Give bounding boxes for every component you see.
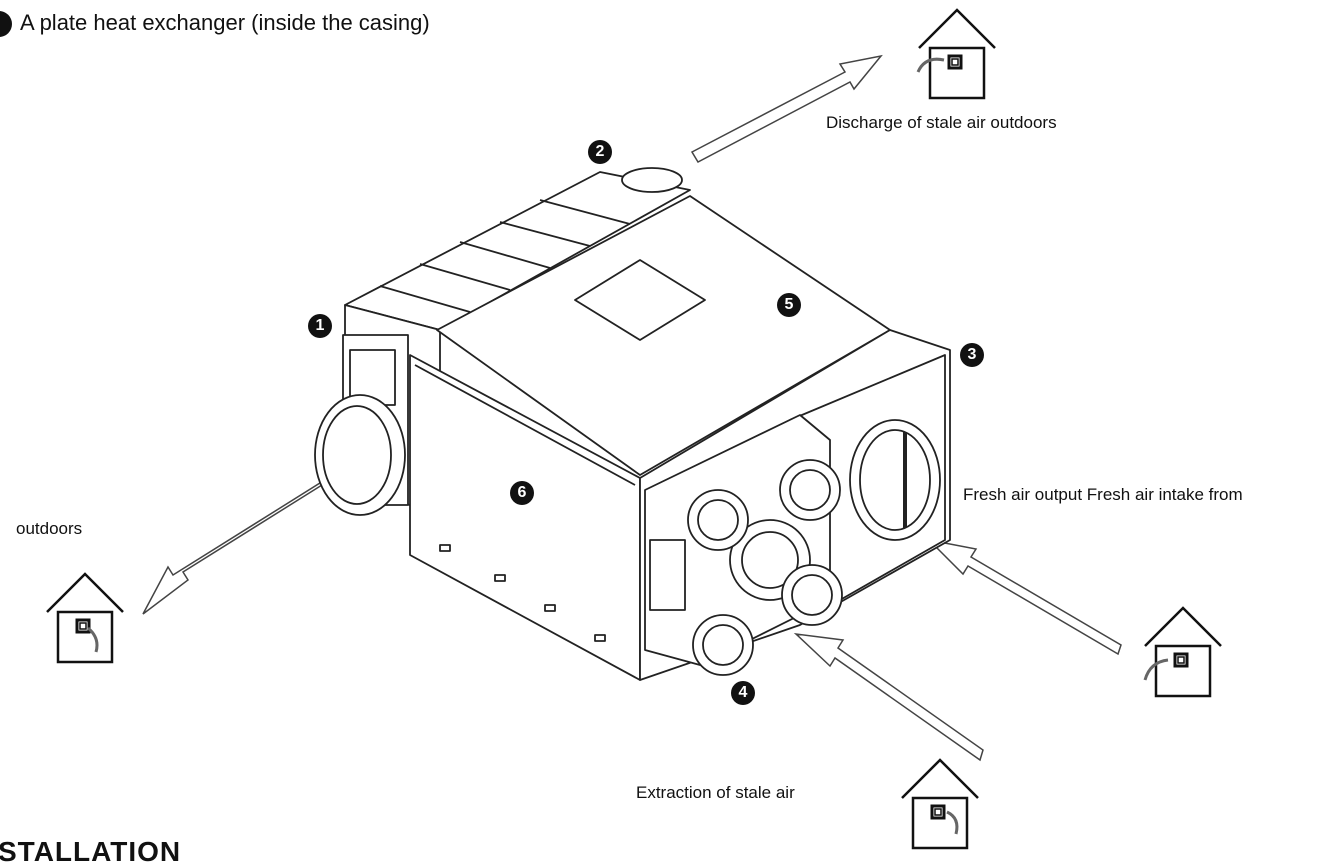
marker-1: 1 [308, 314, 332, 338]
house-icon-discharge [917, 8, 997, 100]
label-outdoors: outdoors [16, 519, 83, 538]
section-heading: STALLATION [0, 836, 182, 867]
label-extraction: Extraction of stale air [636, 783, 795, 802]
bullet-marker [0, 11, 12, 37]
label-fresh-air: Fresh air output Fresh air intake from [963, 485, 1243, 504]
label-discharge: Discharge of stale air outdoors [826, 113, 1057, 132]
marker-5: 5 [777, 293, 801, 317]
intro-text: A plate heat exchanger (inside the casin… [20, 10, 430, 35]
outdoors-arrow [142, 479, 331, 615]
extraction-arrow [793, 632, 984, 762]
marker-6: 6 [510, 481, 534, 505]
house-icon-fresh [1143, 606, 1223, 698]
house-icon-outdoors [45, 572, 125, 664]
marker-2: 2 [588, 140, 612, 164]
fresh-intake-arrow [926, 538, 1122, 656]
marker-3: 3 [960, 343, 984, 367]
house-icon-extraction [900, 758, 980, 850]
marker-4: 4 [731, 681, 755, 705]
discharge-arrow [690, 54, 883, 163]
